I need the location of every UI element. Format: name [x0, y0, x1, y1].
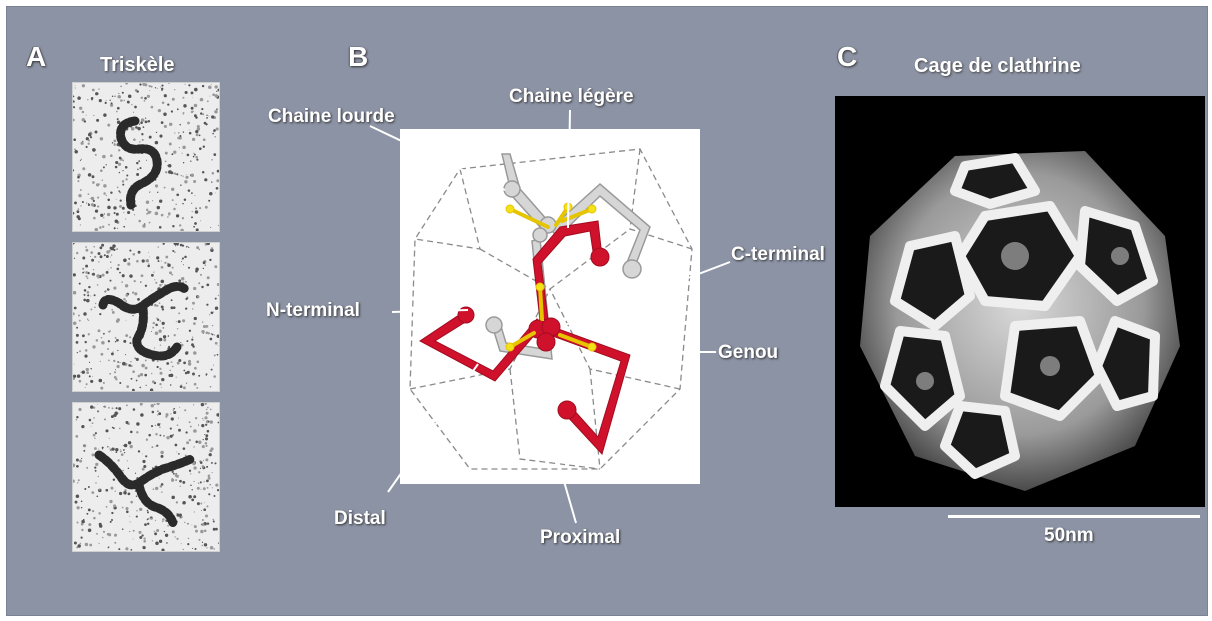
label-n-terminal: N-terminal	[266, 300, 360, 322]
panel-c-title: Cage de clathrine	[914, 55, 1081, 78]
panel-a-letter: A	[26, 41, 46, 73]
panel-b-letter: B	[348, 41, 368, 73]
label-genou: Genou	[718, 342, 778, 364]
panel-a-title: Triskèle	[100, 54, 175, 77]
triskelion-micrograph-1	[72, 82, 220, 232]
cage-outline	[410, 149, 692, 469]
triskelion-micrograph-2	[72, 242, 220, 392]
clathrin-cage-image	[835, 96, 1205, 507]
grey-triskelion	[486, 154, 650, 359]
label-c-terminal: C-terminal	[731, 244, 825, 266]
triskelion-micrograph-3	[72, 402, 220, 552]
label-chaine-lourde: Chaine lourde	[268, 106, 395, 128]
scale-bar	[948, 515, 1200, 518]
scale-bar-label: 50nm	[1044, 525, 1094, 547]
label-distal: Distal	[334, 508, 386, 530]
label-proximal: Proximal	[540, 527, 620, 549]
triskelion-schematic	[400, 129, 700, 484]
panel-c-letter: C	[837, 41, 857, 73]
label-chaine-legere: Chaine légère	[509, 86, 634, 108]
